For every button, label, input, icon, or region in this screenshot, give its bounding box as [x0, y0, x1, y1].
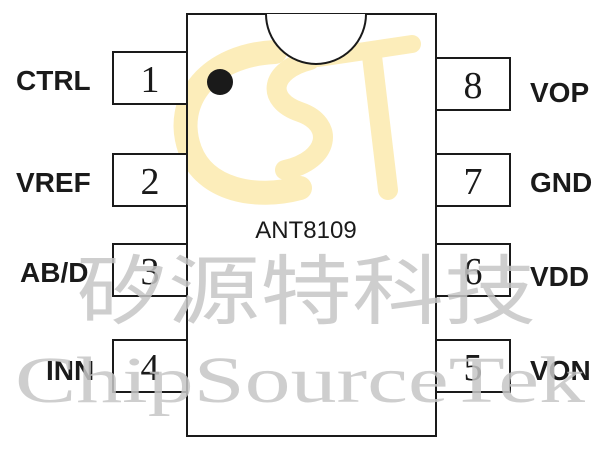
- pin-box-3: [112, 243, 188, 297]
- pin-number-5: 5: [464, 347, 483, 389]
- pin-box-1: [112, 51, 188, 105]
- pin-number-4: 4: [141, 347, 160, 389]
- logo-s-shape: [266, 50, 333, 180]
- watermark-english: ChipSourceTek: [15, 344, 585, 417]
- pin-label-5: VON: [530, 355, 591, 386]
- pin-label-6: VDD: [530, 261, 589, 292]
- pin1-indicator-dot: [207, 69, 233, 95]
- pin-label-2: VREF: [16, 167, 91, 198]
- pin-number-7: 7: [464, 161, 483, 203]
- pin-label-7: GND: [530, 167, 592, 198]
- pin-label-1: CTRL: [16, 65, 91, 96]
- pin-box-2: [112, 153, 188, 207]
- logo-watermark: [173, 35, 421, 205]
- pin-number-3: 3: [141, 251, 160, 293]
- chip-name: ANT8109: [255, 217, 356, 244]
- notch: [265, 13, 367, 65]
- watermark-chinese: 矽源特科技: [76, 247, 536, 336]
- pin-number-2: 2: [141, 161, 160, 203]
- pin-box-4: [112, 339, 188, 393]
- pin-box-5: [435, 339, 511, 393]
- pin-box-7: [435, 153, 511, 207]
- logo-c-shape: [173, 40, 312, 205]
- pin-label-3: AB/D: [20, 257, 88, 288]
- pin-number-8: 8: [464, 65, 483, 107]
- pin-label-4: INN: [46, 355, 94, 386]
- pin-box-8: [435, 57, 511, 111]
- logo-t-stem: [362, 46, 398, 200]
- pin-label-8: VOP: [530, 77, 589, 108]
- pin-box-6: [435, 243, 511, 297]
- pin-number-6: 6: [464, 251, 483, 293]
- pin-number-1: 1: [141, 59, 160, 101]
